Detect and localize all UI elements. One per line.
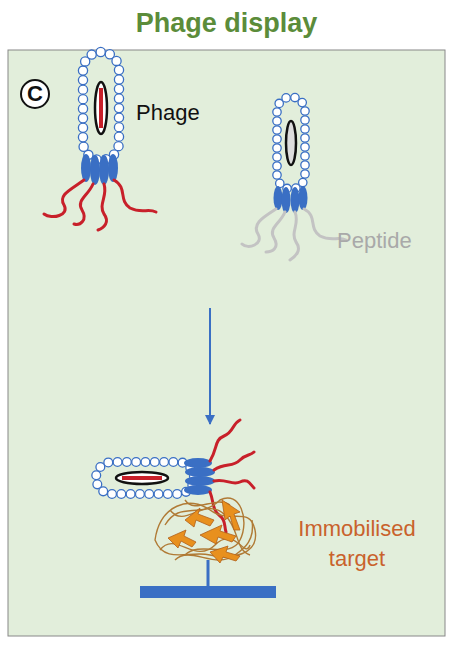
- capsid-subunit: [78, 133, 87, 142]
- capsid-subunit: [92, 471, 101, 480]
- process-arrow: [209, 308, 211, 424]
- capsid-subunit: [112, 56, 121, 65]
- insert-gene: [122, 476, 162, 480]
- part-label: Peptide: [337, 228, 412, 254]
- capsid-subunit: [114, 65, 123, 74]
- panel-letter: C: [21, 80, 49, 108]
- capsid-subunit: [301, 152, 309, 160]
- capsid-subunit: [301, 107, 309, 115]
- part-label: Immobilised target: [282, 514, 432, 574]
- capsid-subunit: [136, 490, 145, 499]
- capsid-subunit: [301, 125, 309, 133]
- capsid-subunit: [113, 458, 122, 467]
- solid-support: [140, 586, 276, 598]
- displayed-peptides: [242, 209, 346, 260]
- capsid-subunit: [78, 123, 87, 132]
- coat-proteins: [274, 186, 308, 213]
- displayed-peptides: [44, 180, 156, 230]
- capsid-subunit: [114, 113, 123, 122]
- part-label: Phage: [136, 100, 200, 126]
- capsid-subunit: [78, 76, 87, 85]
- capsid-subunit: [273, 135, 281, 143]
- capsid-subunit: [273, 126, 281, 134]
- capsid-subunit: [114, 132, 123, 141]
- capsid-subunit: [114, 94, 123, 103]
- capsid-subunit: [273, 171, 281, 179]
- capsid-subunit: [276, 179, 284, 187]
- capsid-subunit: [273, 144, 281, 152]
- target-protein: [155, 498, 256, 588]
- capsid-subunit: [122, 458, 131, 467]
- capsid-subunit: [150, 458, 159, 467]
- capsid-subunit: [301, 134, 309, 142]
- coat-proteins: [184, 458, 215, 495]
- capsid-subunit: [301, 116, 309, 124]
- capsid-subunit: [160, 458, 169, 467]
- capsid-subunit: [78, 95, 87, 104]
- capsid-subunit: [273, 108, 281, 116]
- capsid-subunit: [104, 458, 113, 467]
- capsid-subunit: [78, 85, 87, 94]
- capsid-subunit: [145, 490, 154, 499]
- phage-genome: [286, 121, 296, 165]
- capsid-subunit: [173, 490, 182, 499]
- capsid-subunit: [301, 170, 309, 178]
- capsid-subunit: [273, 162, 281, 170]
- capsid-subunit: [99, 487, 108, 496]
- capsid-subunit: [132, 458, 141, 467]
- capsid-subunit: [154, 490, 163, 499]
- title: Phage display: [0, 8, 453, 39]
- panel: [8, 50, 445, 636]
- capsid-subunit: [298, 98, 306, 106]
- capsid-subunit: [117, 490, 126, 499]
- capsid-subunit: [273, 153, 281, 161]
- capsid-subunit: [114, 84, 123, 93]
- capsid-subunit: [96, 47, 105, 56]
- capsid-subunit: [78, 66, 87, 75]
- phage-genome: [116, 472, 168, 484]
- capsid-subunit: [114, 75, 123, 84]
- capsid-subunit: [87, 50, 96, 59]
- capsid-subunit: [273, 117, 281, 125]
- capsid-subunit: [108, 490, 117, 499]
- capsid-subunit: [96, 463, 105, 472]
- capsid-subunit: [169, 458, 178, 467]
- capsid-subunit: [141, 458, 150, 467]
- panel-letter-circle: [21, 80, 49, 108]
- capsid-subunit: [301, 161, 309, 169]
- displayed-peptides: [210, 420, 254, 532]
- capsid-subunit: [114, 103, 123, 112]
- capsid-subunit: [79, 142, 88, 151]
- insert-gene: [99, 88, 103, 128]
- capsid-subunit: [301, 143, 309, 151]
- capsid-subunit: [163, 490, 172, 499]
- phage-capsids: [78, 47, 309, 498]
- capsid-subunit: [114, 123, 123, 132]
- capsid-subunit: [78, 114, 87, 123]
- capsid-subunit: [282, 94, 290, 102]
- capsid-subunit: [78, 104, 87, 113]
- capsid-subunit: [126, 490, 135, 499]
- coat-proteins: [81, 154, 118, 185]
- phage-genome: [95, 82, 107, 134]
